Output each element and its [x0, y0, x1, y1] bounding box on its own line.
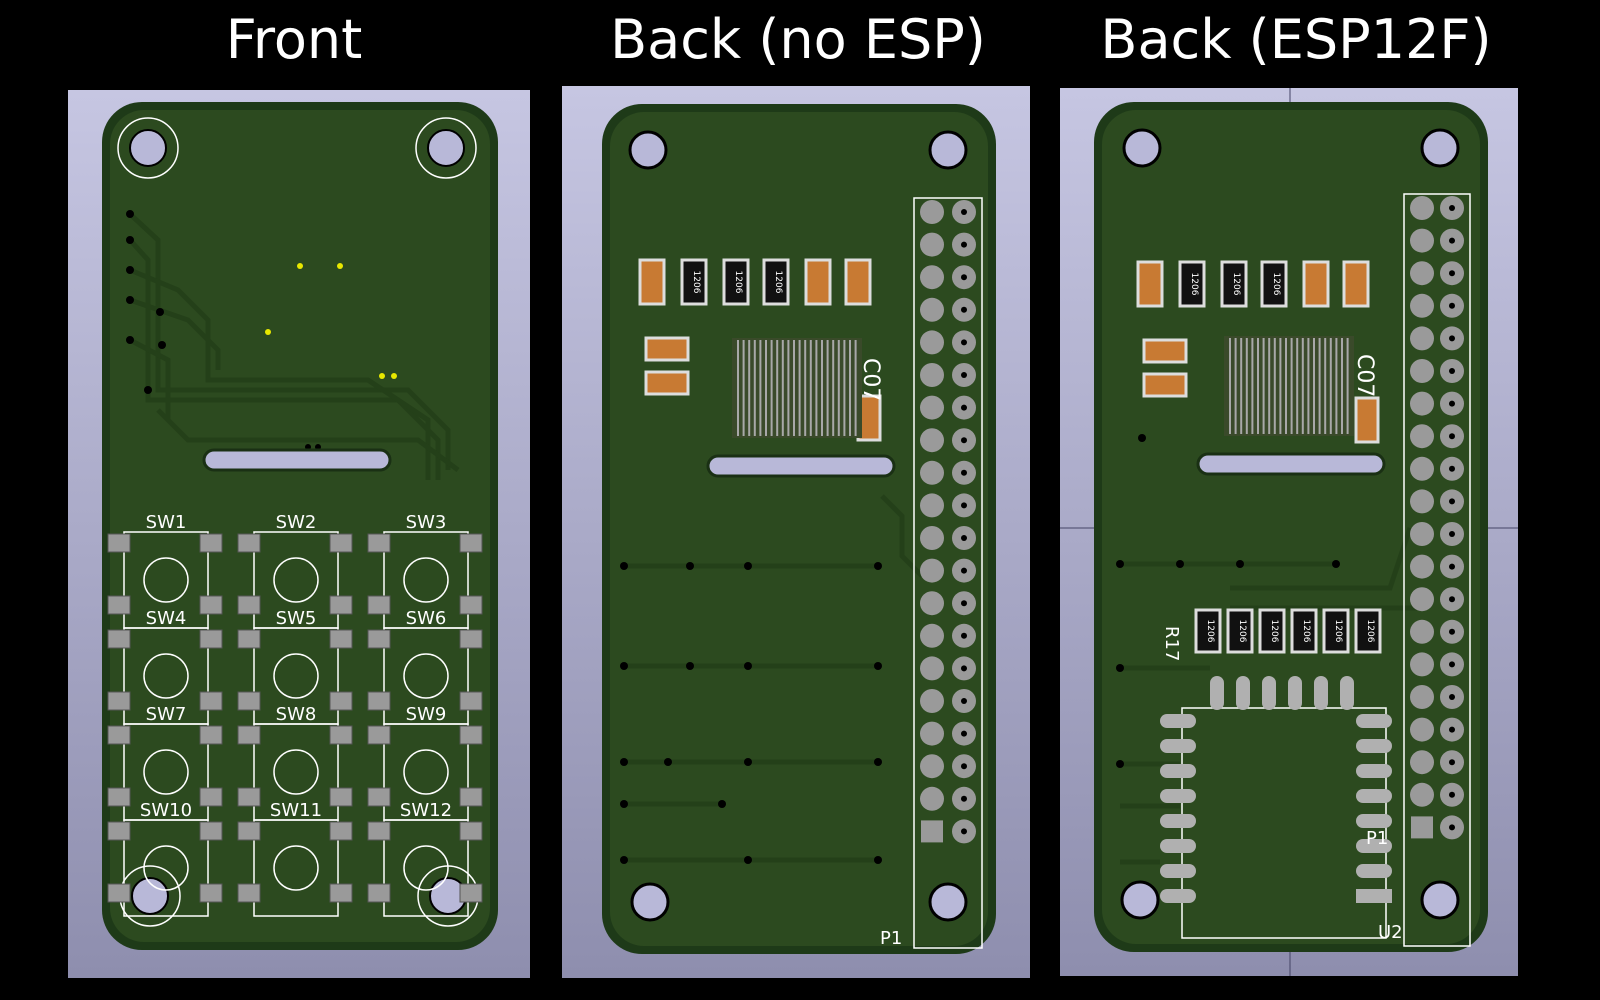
- resistor-marking: 1206: [1205, 620, 1215, 643]
- switch-label: SW12: [400, 800, 452, 821]
- resistor-marking: 1206: [1237, 620, 1247, 643]
- resistor-marking: 1206: [691, 271, 701, 294]
- silk-label: C07: [858, 358, 883, 401]
- silk-label: C07: [1352, 354, 1377, 397]
- resistor-marking: 1206: [1231, 273, 1241, 296]
- resistor-marking: 1206: [773, 271, 783, 294]
- resistor-marking: 1206: [1271, 273, 1281, 296]
- switch-label: SW4: [146, 608, 187, 629]
- resistor-marking: 1206: [1365, 620, 1375, 643]
- switch-label: SW7: [146, 704, 187, 725]
- panel-title-back-no-esp: Back (no ESP): [610, 8, 986, 71]
- switch-label: SW1: [146, 512, 187, 533]
- resistor-marking: 1206: [1269, 620, 1279, 643]
- resistor-marking: 1206: [1333, 620, 1343, 643]
- switch-label: SW10: [140, 800, 192, 821]
- header-label: P1: [1366, 828, 1388, 849]
- resistor-marking: 1206: [733, 271, 743, 294]
- resistor-label: R17: [1161, 626, 1182, 661]
- switch-label: SW2: [276, 512, 317, 533]
- resistor-marking: 1206: [1189, 273, 1199, 296]
- module-label: U2: [1378, 922, 1403, 943]
- switch-label: SW5: [276, 608, 317, 629]
- switch-label: SW3: [406, 512, 447, 533]
- panel-title-front: Front: [225, 8, 363, 71]
- switch-label: SW9: [406, 704, 447, 725]
- resistor-marking: 1206: [1301, 620, 1311, 643]
- header-label: P1: [880, 928, 902, 949]
- switch-label: SW6: [406, 608, 447, 629]
- switch-label: SW8: [276, 704, 317, 725]
- panel-title-back-esp12f: Back (ESP12F): [1100, 8, 1492, 71]
- switch-label: SW11: [270, 800, 322, 821]
- back-no-esp-board-render: 1206 1206 1206 C07 P1: [562, 86, 1030, 978]
- back-esp12f-board-render: 1206 1206 1206 C07 1206 1206 1206 1206 1206 120…: [1060, 88, 1518, 976]
